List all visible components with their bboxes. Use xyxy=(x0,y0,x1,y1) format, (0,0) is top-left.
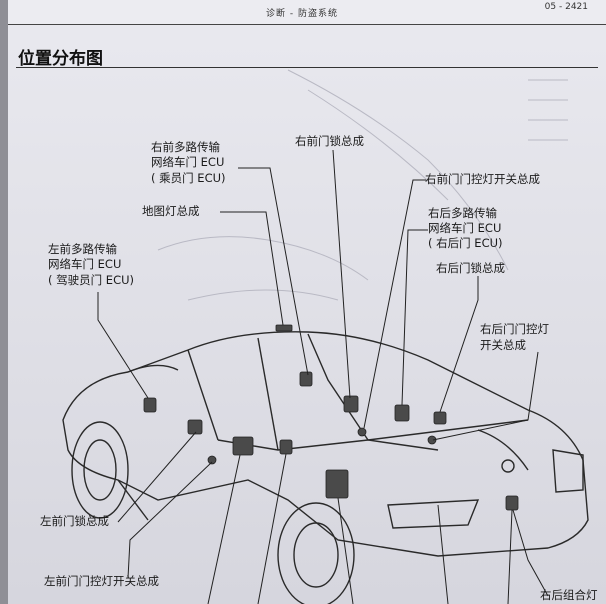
label-fl-mpx-line1: 左前多路传输 xyxy=(48,242,117,256)
label-fr-mpx-line3: ( 乘员门 ECU) xyxy=(151,171,226,185)
center-part xyxy=(232,436,254,456)
rr-lock-part xyxy=(433,411,447,425)
header-section: 诊断 - 防盗系统 xyxy=(266,9,338,19)
label-fl-lock: 左前门锁总成 xyxy=(40,514,109,528)
components xyxy=(143,324,519,511)
fr-ecu-part xyxy=(299,371,313,387)
label-fr-mpx-line1: 右前多路传输 xyxy=(151,140,220,154)
rr-ecu-part xyxy=(394,404,410,422)
title-divider xyxy=(16,67,598,68)
map-lamp-part xyxy=(275,324,293,332)
label-rear-combo-lamp: 右后组合灯 xyxy=(540,588,598,602)
page-number: 05 - 2421 xyxy=(544,2,588,12)
vehicle-location-diagram xyxy=(62,69,589,604)
label-fl-mpx-line2: 网络车门 ECU xyxy=(48,257,122,271)
label-map-lamp: 地图灯总成 xyxy=(142,204,200,218)
label-rr-lock: 右后门锁总成 xyxy=(436,261,505,275)
running-header: 诊断 - 防盗系统 05 - 2421 xyxy=(8,0,606,25)
label-fr-mpx-line2: 网络车门 ECU xyxy=(151,155,225,169)
fr-courtesy-part xyxy=(357,427,367,437)
manual-page: 诊断 - 防盗系统 05 - 2421 位置分布图 xyxy=(8,0,606,604)
label-rr-mpx-line1: 右后多路传输 xyxy=(428,206,497,220)
background-sketch xyxy=(157,69,568,301)
label-rr-mpx-line3: ( 右后门 ECU) xyxy=(428,236,503,250)
fl-courtesy-part xyxy=(207,455,217,465)
rear-lamp-part xyxy=(505,495,519,511)
fr-door-part xyxy=(279,439,293,455)
page-title: 位置分布图 xyxy=(18,49,103,69)
label-rr-courtesy-line2: 开关总成 xyxy=(480,338,526,352)
label-rr-courtesy-line1: 右后门门控灯 xyxy=(480,322,549,336)
body-ecu-part xyxy=(325,469,349,499)
fl-lock-part xyxy=(187,419,203,435)
leader-lines xyxy=(97,149,549,604)
wheels xyxy=(71,421,355,604)
fr-lock-part xyxy=(343,395,359,413)
label-fl-mpx-line3: ( 驾驶员门 ECU) xyxy=(48,273,134,287)
label-fl-courtesy: 左前门门控灯开关总成 xyxy=(44,574,159,588)
label-fr-lock: 右前门锁总成 xyxy=(295,134,364,148)
fl-door-ecu-part xyxy=(143,397,157,413)
label-fr-courtesy: 右前门门控灯开关总成 xyxy=(425,172,540,186)
label-rr-mpx-line2: 网络车门 ECU xyxy=(428,221,502,235)
car-outline xyxy=(62,331,589,557)
rr-courtesy-part xyxy=(427,435,437,445)
